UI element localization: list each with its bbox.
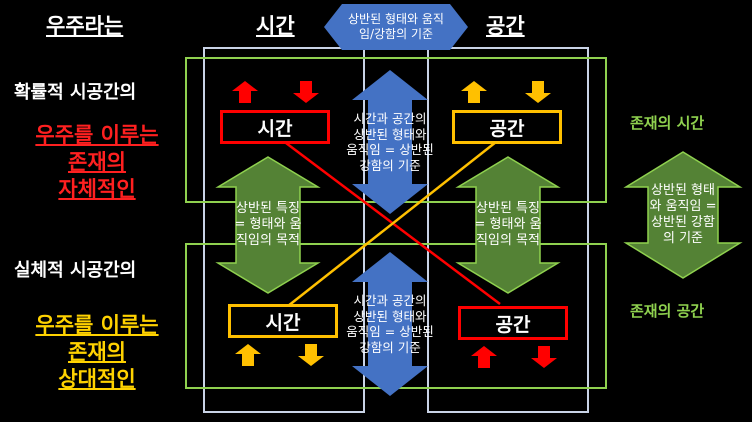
right-green-text: 상반된 특징 = 형태와 움 직임의 목적 [474,201,542,248]
top-banner-text: 상반된 형태와 움직 임/강함의 기준 [348,12,444,41]
far-right-green-arrow [623,151,743,279]
up-arrow-icon [471,346,497,368]
existence-space-label: 존재의 공간 [630,302,705,320]
title-time: 시간 [256,14,295,38]
existence-time-label: 존재의 시간 [630,114,705,132]
box-bottom-time: 시간 [228,304,338,338]
down-arrow-icon [525,81,551,103]
universe-yellow-line-2: 존재의 [68,340,126,364]
up-arrow-icon [235,344,261,366]
universe-yellow-line-1: 우주를 이루는 [35,313,159,337]
center-top-blue-arrow [352,70,428,214]
title-space: 공간 [486,14,525,38]
box-top-time: 시간 [220,110,330,144]
box-bottom-space: 공간 [458,306,568,340]
down-arrow-icon [293,81,319,103]
down-arrow-icon [298,344,324,366]
right-green-arrow [455,156,561,294]
substantial-label: 실체적 시공간의 [14,260,137,281]
yellow-cross-line [287,141,497,307]
universe-red-line-1: 우주를 이루는 [35,123,159,147]
universe-red-line-3: 자체적인 [58,177,136,201]
probabilistic-label: 확률적 시공간의 [14,82,137,103]
down-arrow-icon [531,346,557,368]
up-arrow-icon [461,81,487,103]
left-green-arrow [215,156,321,294]
time-column-frame [203,47,365,413]
red-cross-line [281,139,501,305]
center-top-text: 시간과 공간의 상반된 형태와 움직임 = 상반된 강함의 기준 [346,111,434,173]
title-universe: 우주라는 [46,14,124,38]
universe-yellow-block: 우주를 이루는 존재의 상대적인 [12,312,182,393]
universe-red-block: 우주를 이루는 존재의 자체적인 [12,122,182,203]
top-blue-arrow [324,4,468,50]
box-top-space: 공간 [452,110,562,144]
space-column-frame [427,47,589,413]
universe-red-line-2: 존재의 [68,150,126,174]
universe-yellow-line-3: 상대적인 [58,367,136,391]
up-arrow-icon [232,81,258,103]
left-green-text: 상반된 특징 = 형태와 움 직임의 목적 [234,201,302,248]
center-bottom-text: 시간과 공간의 상반된 형태와 움직임 = 상반된 강함의 기준 [346,293,434,355]
far-right-green-text: 상반된 형태 와 움직임 = 상반된 강함 의 기준 [649,183,717,246]
center-bottom-blue-arrow [352,252,428,396]
